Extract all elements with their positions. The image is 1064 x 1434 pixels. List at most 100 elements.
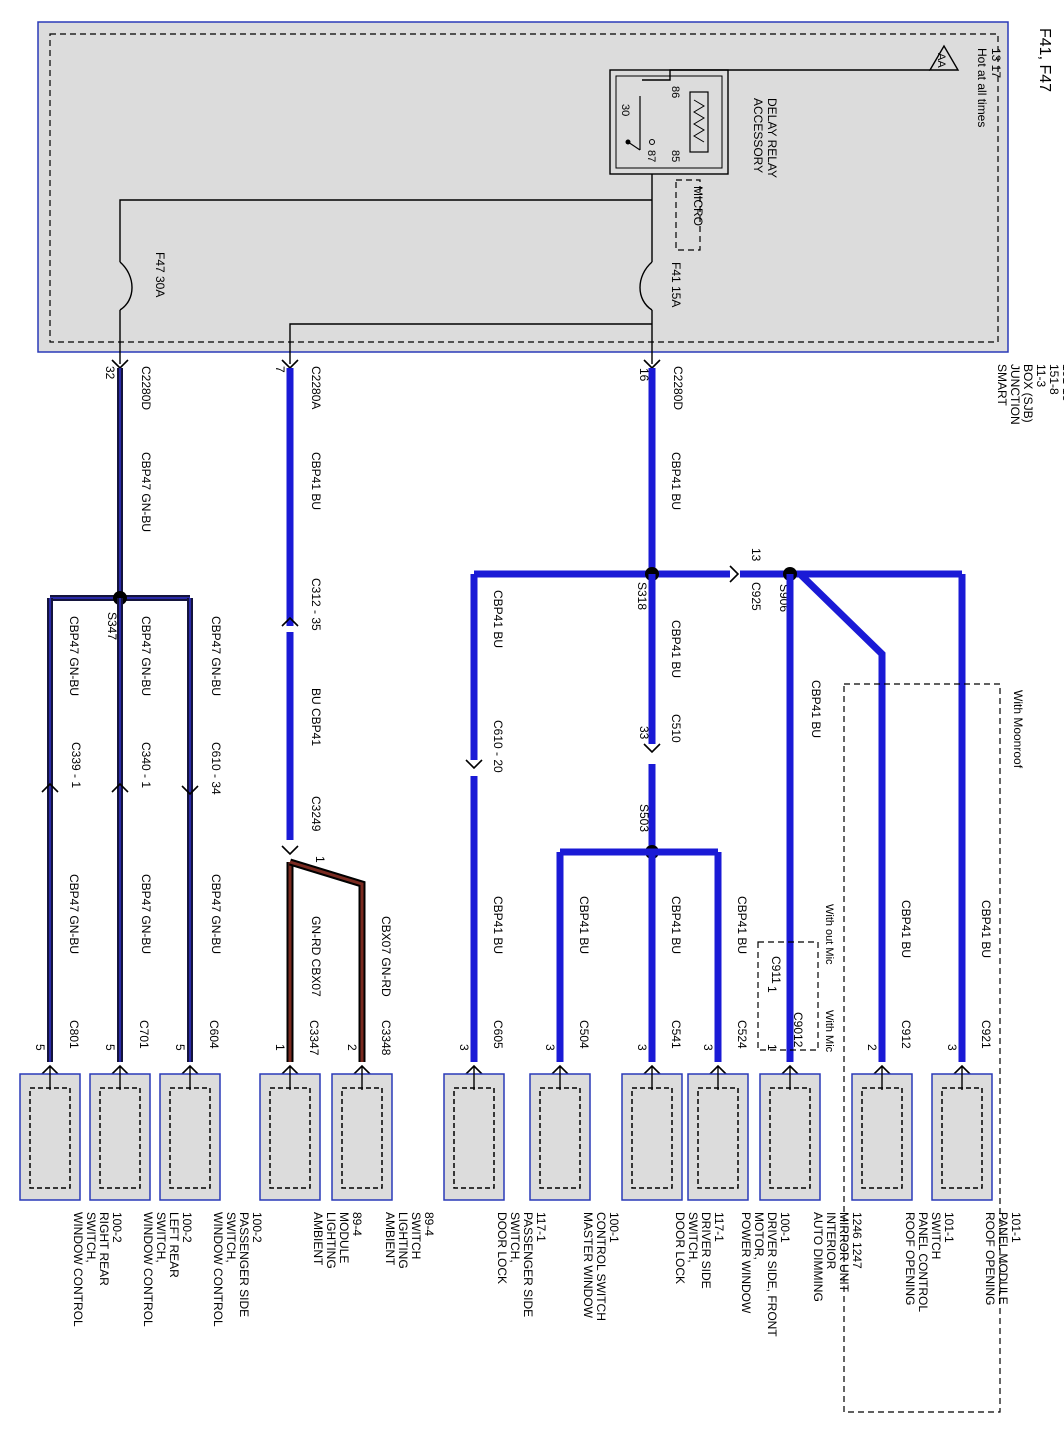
fuse-f41: F41 15A <box>669 262 683 307</box>
svg-text:CBP41 BU: CBP41 BU <box>899 900 913 958</box>
svg-text:C312 - 35: C312 - 35 <box>309 578 323 631</box>
svg-text:With Moonroof: With Moonroof <box>1011 690 1025 769</box>
relay-coil-icon <box>689 91 709 153</box>
connector-label: C605 <box>491 1020 505 1049</box>
connector-label: C912 <box>899 1020 913 1049</box>
svg-text:CBP41 BU: CBP41 BU <box>577 896 591 954</box>
svg-text:C339 - 1: C339 - 1 <box>69 742 83 788</box>
svg-text:CBP41 BU: CBP41 BU <box>669 452 683 510</box>
svg-text:CBP41 BU: CBP41 BU <box>809 680 823 738</box>
component-box <box>443 1073 505 1201</box>
component-box <box>621 1073 683 1201</box>
component-box <box>529 1073 591 1201</box>
main-connectors: C2280D 16 C2280A 7 C2280D 32 <box>103 359 685 410</box>
svg-text:CBX07 GN-RD: CBX07 GN-RD <box>379 916 393 997</box>
mirror-options: With out Mic With Mic <box>757 904 835 1053</box>
fuse-f47-icon <box>119 261 133 311</box>
svg-text:CBP47 GN-BU: CBP47 GN-BU <box>209 874 223 954</box>
with-moonroof-group: With Moonroof <box>843 683 1025 1413</box>
connector-label-2: C9012 <box>791 1012 805 1048</box>
component-name: WINDOW CONTROLSWITCH,PASSENGER SIDE100-2 <box>211 1212 264 1327</box>
connector-pin: 1 <box>765 986 779 993</box>
cbp47-network: CBP47 GN-BU S347 CBP47 GN-BU CBP47 GN-BU… <box>41 368 223 1062</box>
svg-text:CBP41 BU: CBP41 BU <box>491 896 505 954</box>
connector-pin: 2 <box>345 1044 359 1051</box>
svg-text:CBP47 GN-BU: CBP47 GN-BU <box>67 616 81 696</box>
svg-text:CBP47 GN-BU: CBP47 GN-BU <box>67 874 81 954</box>
svg-text:C925: C925 <box>749 582 763 611</box>
component-name: MASTER WINDOWCONTROL SWITCH100-1 <box>581 1212 621 1321</box>
svg-text:32: 32 <box>103 366 117 380</box>
hot-triangle-icon <box>928 44 960 71</box>
svg-text:16: 16 <box>637 368 651 382</box>
component-name: ROOF OPENINGPANEL MODULE101-1 <box>983 1212 1023 1305</box>
svg-text:7: 7 <box>273 366 287 373</box>
connector-label: C541 <box>669 1020 683 1049</box>
svg-text:CBP47 GN-BU: CBP47 GN-BU <box>139 874 153 954</box>
svg-text:With out Mic: With out Mic <box>823 904 835 965</box>
svg-text:C340 - 1: C340 - 1 <box>139 742 153 788</box>
svg-text:CBP41 BU: CBP41 BU <box>669 620 683 678</box>
connector-pin: 3 <box>945 1044 959 1051</box>
svg-text:S318: S318 <box>635 582 649 610</box>
component-name: WINDOW CONTROLSWITCH,LEFT REAR100-2 <box>141 1212 194 1327</box>
hot-at-all-times: Hot at all times 13 17 <box>975 48 1003 131</box>
cbp41-network: CBP41 BU S318 C925 13 S906 CBP41 BU CBP4… <box>465 368 993 1062</box>
relay-label: ACCESSORY DELAY RELAY <box>751 98 779 178</box>
component-box <box>851 1073 913 1201</box>
connector-pin-2: 1 <box>765 1044 779 1051</box>
svg-text:CBP47 GN-BU: CBP47 GN-BU <box>139 452 153 532</box>
svg-text:86: 86 <box>669 86 681 98</box>
connector-pin: 5 <box>103 1044 117 1051</box>
connector-pin: 1 <box>273 1044 287 1051</box>
svg-text:CBP41 BU: CBP41 BU <box>735 896 749 954</box>
component-name: ROOF OPENINGPANEL CONTROLSWITCH101-1 <box>903 1212 956 1312</box>
svg-text:87: 87 <box>645 150 657 162</box>
svg-text:CBP41 BU: CBP41 BU <box>979 900 993 958</box>
connector-label: C524 <box>735 1020 749 1049</box>
sjb-label: SMART JUNCTION BOX (SJB) 11-3 151-8 151-… <box>995 364 1064 428</box>
component-name: WINDOW CONTROLSWITCH,RIGHT REAR100-2 <box>71 1212 124 1327</box>
svg-text:C2280D: C2280D <box>671 366 685 410</box>
svg-text:C3249: C3249 <box>309 796 323 832</box>
component-name: AUTO DIMMINGINTERIORMIRROR UNIT1246 1247 <box>811 1212 864 1302</box>
svg-text:85: 85 <box>669 150 681 162</box>
connector-label: C801 <box>67 1020 81 1049</box>
connector-pin: 3 <box>543 1044 557 1051</box>
svg-text:GN-RD CBX07: GN-RD CBX07 <box>309 916 323 997</box>
component-box <box>159 1073 221 1201</box>
svg-text:CBP41 BU: CBP41 BU <box>491 590 505 648</box>
svg-text:C510: C510 <box>669 714 683 743</box>
svg-text:CBP47 GN-BU: CBP47 GN-BU <box>139 616 153 696</box>
component-box <box>89 1073 151 1201</box>
micro-label: MICRO <box>691 186 705 226</box>
svg-text:C2280D: C2280D <box>139 366 153 410</box>
page-title: F41, F47 <box>1036 28 1053 92</box>
smart-junction-box: SMART JUNCTION BOX (SJB) 11-3 151-8 151-… <box>37 21 1064 428</box>
component-box <box>259 1073 321 1201</box>
svg-text:13: 13 <box>749 548 763 562</box>
svg-text:CBP41 BU: CBP41 BU <box>309 452 323 510</box>
svg-text:BU CBP41: BU CBP41 <box>309 688 323 746</box>
micro-box <box>675 179 701 251</box>
svg-text:S347: S347 <box>105 612 119 640</box>
svg-text:C610 - 34: C610 - 34 <box>209 742 223 795</box>
svg-text:CBP41 BU: CBP41 BU <box>669 896 683 954</box>
svg-text:33: 33 <box>637 726 651 740</box>
svg-text:30: 30 <box>619 104 631 116</box>
svg-text:S503: S503 <box>637 804 651 832</box>
hot-symbol: AA <box>935 53 947 68</box>
accessory-delay-relay <box>609 69 729 175</box>
svg-text:1: 1 <box>313 856 327 863</box>
ambient-network: CBP41 BU C312 - 35 BU CBP41 C3249 1 GN-R… <box>281 368 393 1062</box>
